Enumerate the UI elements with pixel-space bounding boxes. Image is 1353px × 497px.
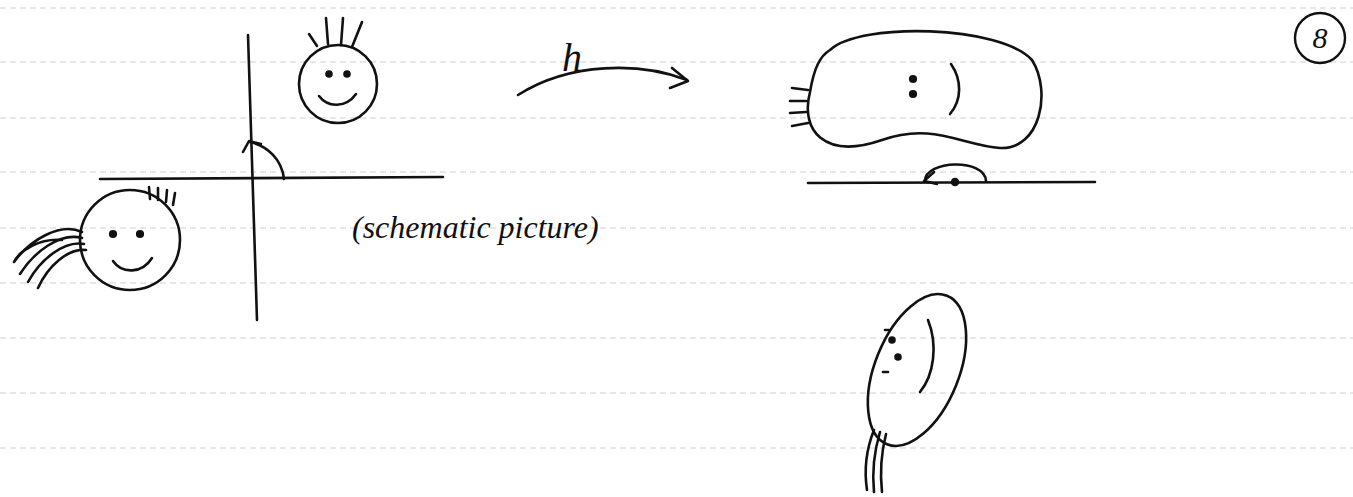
arc-arrowhead [924, 172, 937, 184]
map-arrow [518, 68, 687, 95]
ruled-lines [0, 8, 1353, 448]
circle-outline-shape [1295, 13, 1345, 63]
deformed-face-upper [790, 31, 1042, 148]
page-number-circle: 8 [1293, 11, 1347, 65]
angle-arrowhead [243, 141, 261, 152]
map-arrowhead [670, 68, 688, 88]
caption-note: (schematic picture) [352, 210, 599, 245]
node-text-wrap: 8 [1313, 23, 1328, 53]
origin-dot [952, 179, 958, 185]
map-name: h [562, 36, 582, 80]
x-axis [100, 177, 443, 179]
deformed-face-lower [848, 280, 986, 492]
face-upper-right [299, 18, 377, 123]
face-lower-left [14, 187, 180, 290]
y-axis [248, 35, 257, 320]
angle-arc [250, 142, 284, 179]
page-number: 8 [1313, 23, 1328, 53]
